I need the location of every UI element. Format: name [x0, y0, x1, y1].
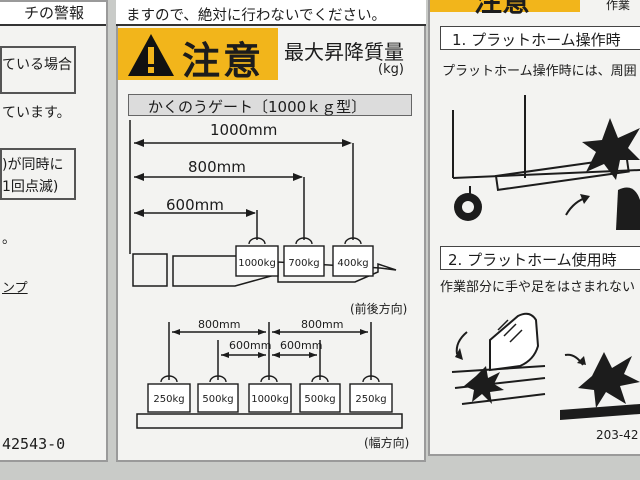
caution-word: 注意 [182, 39, 265, 83]
right-corner-fragment: 作業 [606, 0, 631, 12]
section1-title-box [440, 26, 640, 50]
dimension-label: 600mm [166, 196, 224, 214]
right-caution-band [430, 0, 580, 12]
section2-text: 作業部分に手や足をはさまれない [440, 280, 636, 295]
weight-label: 700kg [288, 258, 320, 269]
weight-label: 1000kg [238, 258, 276, 269]
left-note-box [0, 148, 76, 200]
left-text-line: 。 [2, 231, 16, 247]
weight-label: 250kg [355, 394, 387, 405]
left-header-band [0, 2, 106, 26]
left-header-fragment: チの警報 [24, 4, 85, 22]
left-note-box [0, 46, 76, 94]
left-text-line: ている場合 [2, 57, 72, 73]
left-text-line: ています。 [2, 105, 71, 121]
dimension-label: 600mm [229, 339, 272, 352]
dimension-label: 800mm [188, 158, 246, 176]
gate-title-box [128, 94, 412, 116]
gate-title: かくのうゲート〔1000ｋｇ型〕 [148, 98, 367, 116]
direction-label: (前後方向) [350, 302, 408, 316]
left-text-line: )が同時に [2, 157, 64, 173]
max-lift-unit: (kg) [378, 62, 404, 77]
left-label-panel: チの警報 ている場合 ています。 )が同時に 1回点滅) 。 ンプ 42543-… [0, 0, 108, 462]
section2-title-box [440, 246, 640, 270]
section1-text: プラットホーム操作時には、周囲 [442, 64, 637, 79]
dimension-label: 800mm [198, 318, 241, 331]
dimension-label: 1000mm [210, 121, 278, 139]
right-part-code: 203-42 [596, 428, 639, 442]
section1-title: 1. プラットホーム操作時 [452, 31, 621, 49]
section2-title: 2. プラットホーム使用時 [448, 251, 617, 269]
weight-label: 1000kg [251, 394, 289, 405]
left-text-line: ンプ [2, 281, 28, 296]
left-part-code: 42543-0 [2, 435, 66, 453]
weight-label: 500kg [304, 394, 336, 405]
weight-label: 500kg [202, 394, 234, 405]
warning-triangle-icon [128, 34, 174, 76]
dimension-label: 600mm [280, 339, 323, 352]
dimension-label: 800mm [301, 318, 344, 331]
right-label-panel: 注意 作業 1. プラットホーム操作時 プラットホーム操作時には、周囲 2. プ… [428, 0, 640, 456]
center-label-panel: ますので、絶対に行わないでください。 注意 最大昇降質量 (kg) かくのうゲー… [116, 0, 426, 462]
left-text-line: 1回点滅) [2, 179, 59, 195]
direction-label: (幅方向) [364, 436, 410, 450]
weight-label: 250kg [153, 394, 185, 405]
max-lift-title: 最大昇降質量 [284, 40, 404, 64]
weight-label: 400kg [337, 258, 369, 269]
center-top-box [116, 0, 426, 26]
right-caution-fragment: 注意 [474, 0, 531, 18]
center-top-text: ますので、絶対に行わないでください。 [126, 8, 386, 24]
